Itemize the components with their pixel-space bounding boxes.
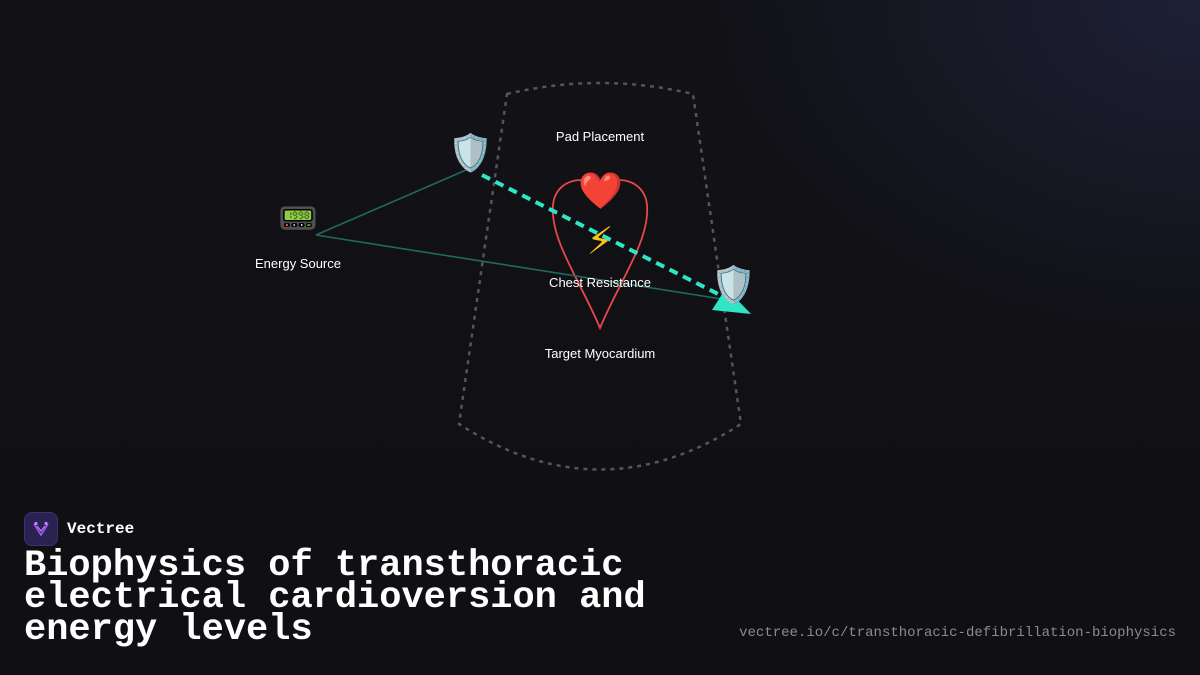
pager-icon: 📟 <box>278 199 318 237</box>
current-arrowhead <box>712 288 751 314</box>
heart-icon: ❤️ <box>578 171 623 212</box>
wire-to-upper-pad <box>315 169 467 236</box>
heart-outline <box>552 179 648 331</box>
brand-name: Vectree <box>67 520 135 538</box>
chest-resistance-label: Chest Resistance <box>549 275 651 290</box>
wire-to-lower-pad <box>315 234 729 301</box>
page-title: Biophysics of transthoracic electrical c… <box>24 545 646 651</box>
target-myocardium-label: Target Myocardium <box>544 346 656 361</box>
energy-source-label: Energy Source <box>255 256 341 271</box>
lower-pad-shield-icon: 🛡️ <box>711 265 756 306</box>
brand: Vectree <box>24 512 134 546</box>
pad-placement-label: Pad Placement <box>555 129 645 144</box>
current-path <box>481 173 731 302</box>
source-url: vectree.io/c/transthoracic-defibrillatio… <box>739 625 1176 641</box>
lightning-icon: ⚡ <box>586 219 614 263</box>
vectree-logo-icon <box>24 512 58 546</box>
upper-pad-shield-icon: 🛡️ <box>448 133 493 174</box>
